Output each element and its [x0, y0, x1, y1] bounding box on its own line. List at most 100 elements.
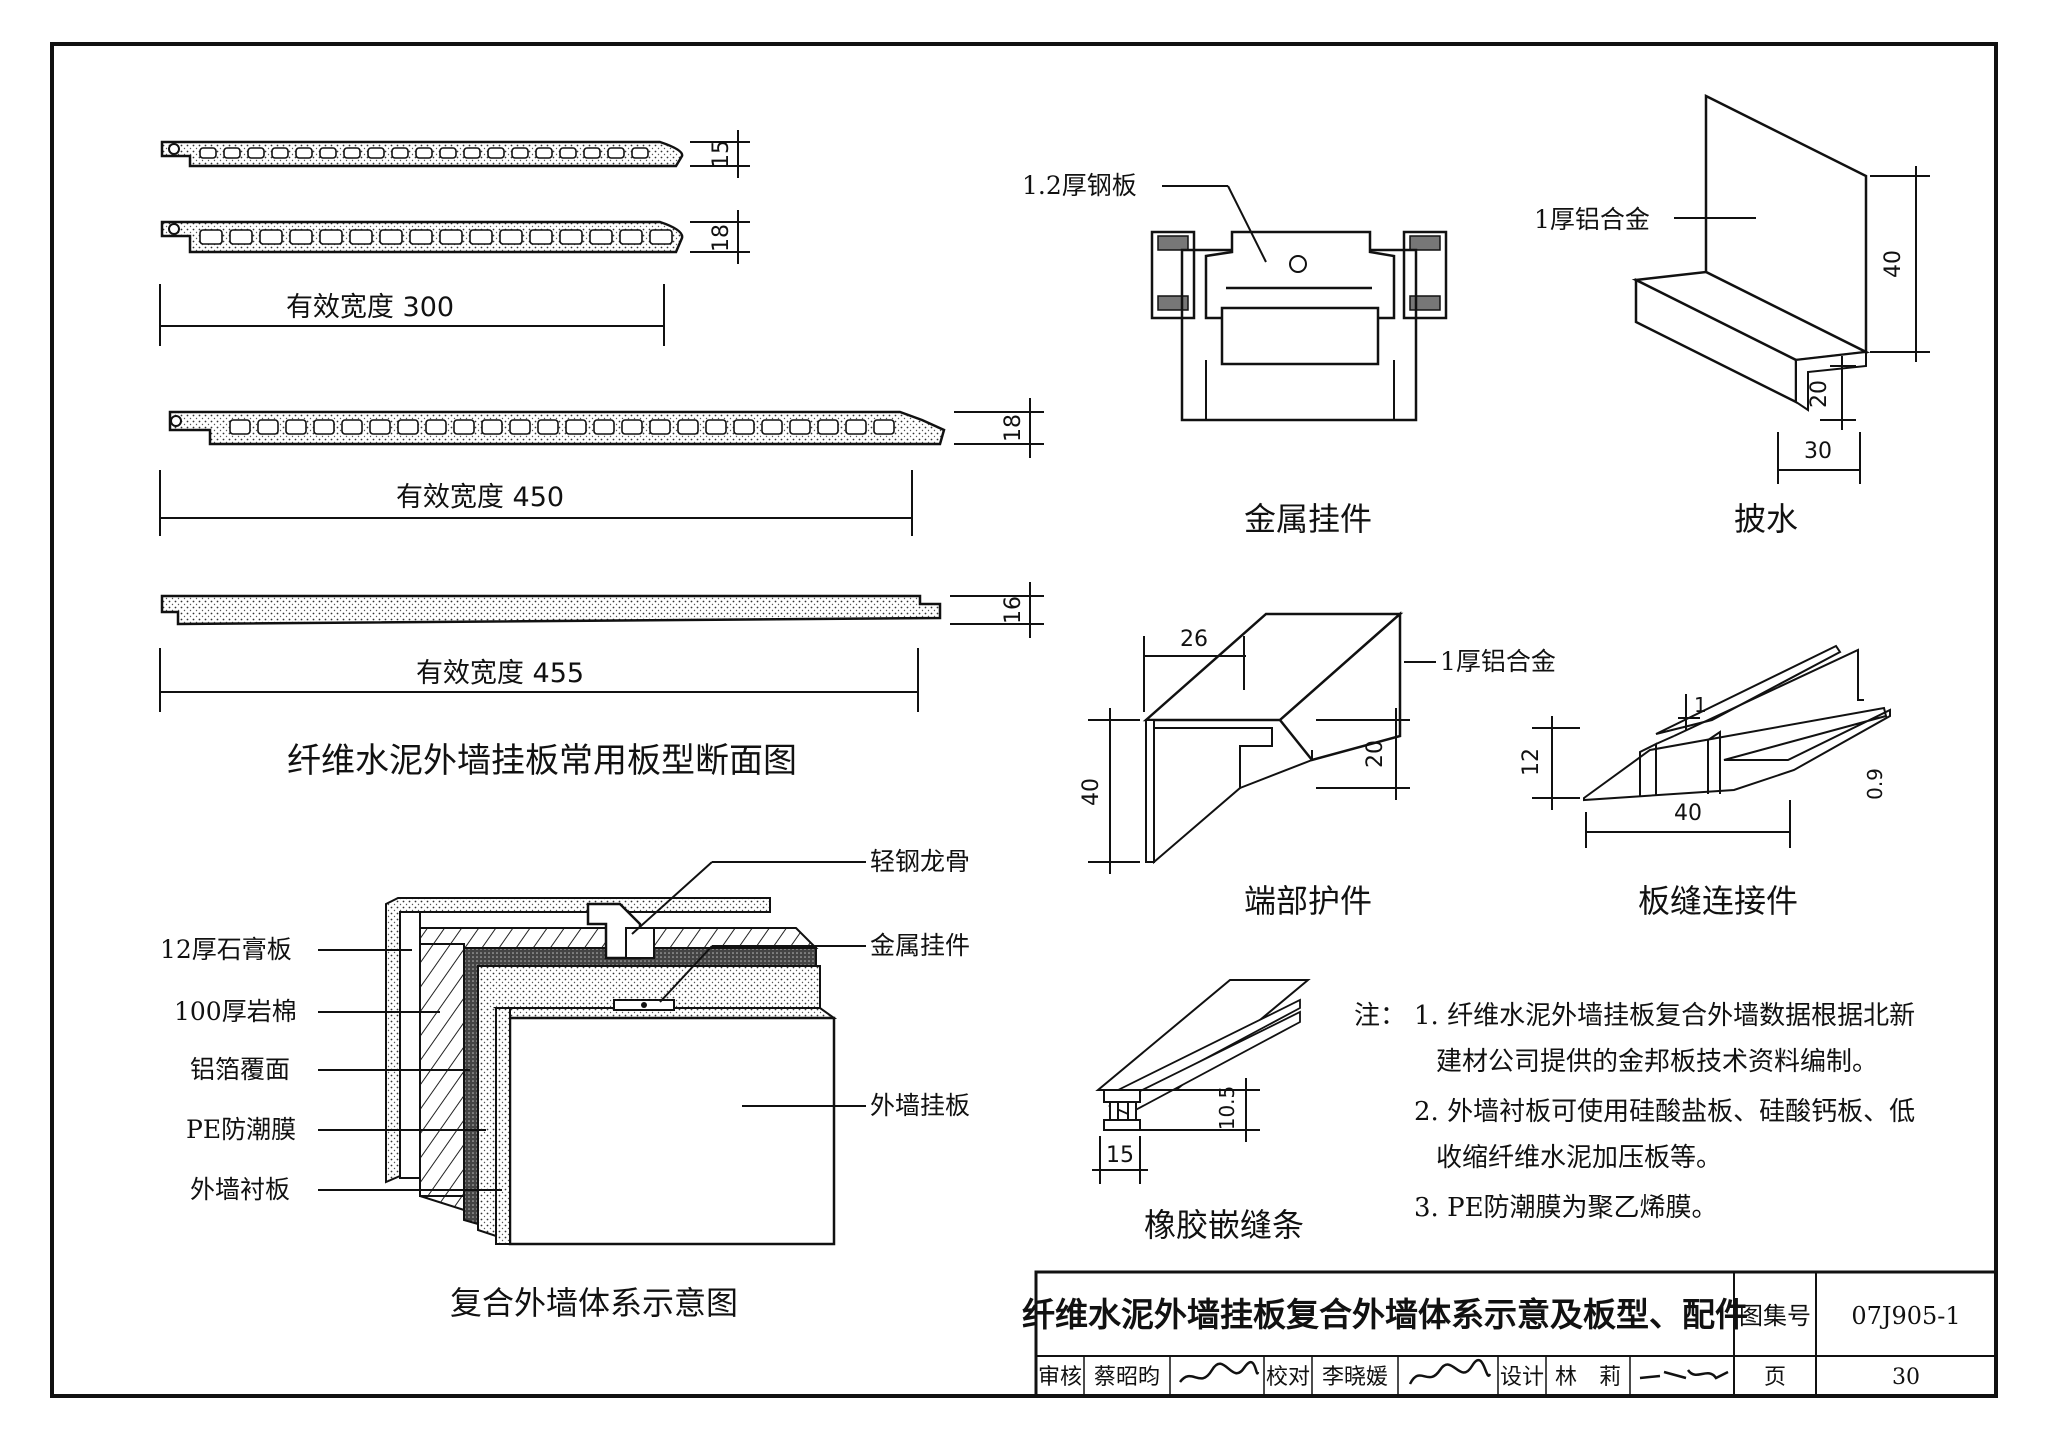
core-slot — [733, 419, 755, 435]
core-slot — [511, 147, 529, 159]
label-rockwool: 100厚岩棉 — [174, 997, 297, 1026]
core-slot — [379, 229, 403, 245]
checker-signature — [1408, 1358, 1492, 1385]
core-slot — [439, 147, 457, 159]
end-guard-dim-20: 20 — [1363, 740, 1388, 768]
core-slot — [199, 229, 223, 245]
drawing-frame — [50, 42, 1998, 1398]
atlas-number: 07J905-1 — [1851, 1302, 1960, 1330]
joint-dim-09: 0.9 — [1863, 768, 1887, 800]
flashing-detail: 1厚铝合金 40 20 30 披水 — [1534, 93, 1930, 538]
rubber-strip-caption: 橡胶嵌缝条 — [1144, 1206, 1304, 1244]
profile-cores — [199, 229, 673, 245]
end-guard-dim-40: 40 — [1079, 778, 1104, 806]
label-foil: 铝箔覆面 — [190, 1055, 290, 1084]
core-slot — [509, 419, 531, 435]
core-slot — [619, 229, 643, 245]
flashing-dim-20: 20 — [1807, 380, 1832, 408]
flashing-dim-30: 30 — [1804, 439, 1832, 464]
core-slot — [469, 229, 493, 245]
width-300-label: 有效宽度 300 — [286, 292, 454, 323]
core-slot — [631, 147, 649, 159]
core-slot — [607, 147, 625, 159]
end-guard-label-alloy: 1厚铝合金 — [1440, 647, 1556, 676]
notes-head: 注： — [1354, 1001, 1406, 1031]
rubber-strip-detail: 10.5 15 橡胶嵌缝条 — [1092, 979, 1311, 1244]
core-slot — [761, 419, 783, 435]
core-slot — [199, 147, 217, 159]
core-slot — [481, 419, 503, 435]
flashing-label-alloy: 1厚铝合金 — [1534, 205, 1650, 234]
width-450-label: 有效宽度 450 — [396, 482, 564, 513]
wall-system-detail: 12厚石膏板 100厚岩棉 铝箔覆面 PE防潮膜 外墙衬板 轻钢龙骨 金属挂件 … — [160, 847, 970, 1322]
checker-name: 李晓媛 — [1322, 1365, 1388, 1390]
page-number: 30 — [1892, 1365, 1920, 1390]
label-keel: 轻钢龙骨 — [870, 847, 970, 876]
core-slot — [285, 419, 307, 435]
note-line-4: 收缩纤维水泥加压板等。 — [1436, 1143, 1722, 1173]
core-slot — [649, 419, 671, 435]
label-hanger: 金属挂件 — [870, 931, 970, 960]
profiles-caption: 纤维水泥外墙挂板常用板型断面图 — [287, 741, 797, 781]
core-slot — [223, 147, 241, 159]
core-slot — [845, 419, 867, 435]
core-slot — [391, 147, 409, 159]
end-guard-detail: 1厚铝合金 26 40 20 端部护件 — [1079, 611, 1556, 920]
atlas-label: 图集号 — [1739, 1302, 1811, 1330]
title-text: 纤维水泥外墙挂板复合外墙体系示意及板型、配件 — [1022, 1295, 1748, 1334]
core-slot — [873, 419, 895, 435]
core-slot — [369, 419, 391, 435]
title-block: 纤维水泥外墙挂板复合外墙体系示意及板型、配件 图集号 07J905-1 审核 蔡… — [1022, 1270, 1998, 1398]
core-slot — [537, 419, 559, 435]
core-slot — [649, 229, 673, 245]
profile-450-18: 18 有效宽度 450 — [159, 398, 1044, 536]
core-slot — [313, 419, 335, 435]
label-lining: 外墙衬板 — [190, 1175, 290, 1204]
joint-dim-12: 12 — [1519, 748, 1544, 776]
core-slot — [677, 419, 699, 435]
core-slot — [271, 147, 289, 159]
core-slot — [529, 229, 553, 245]
joint-dim-40: 40 — [1674, 801, 1702, 826]
note-line-2: 建材公司提供的金邦板技术资料编制。 — [1436, 1047, 1878, 1077]
core-slot — [589, 229, 613, 245]
core-slot — [439, 229, 463, 245]
core-slot — [463, 147, 481, 159]
label-steel-plate: 1.2厚钢板 — [1022, 171, 1137, 200]
core-slot — [367, 147, 385, 159]
dim-15-label: 15 — [709, 140, 734, 168]
flashing-caption: 披水 — [1734, 500, 1798, 538]
label-pe: PE防潮膜 — [186, 1115, 296, 1144]
core-slot — [559, 147, 577, 159]
core-slot — [583, 147, 601, 159]
joint-dim-1: 1 — [1694, 693, 1707, 717]
core-slot — [593, 419, 615, 435]
core-slot — [341, 419, 363, 435]
core-slot — [349, 229, 373, 245]
design-label: 设计 — [1500, 1365, 1544, 1390]
core-slot — [343, 147, 361, 159]
panel-profiles: 15 18 有效宽度 300 18 有效宽度 450 — [159, 130, 1044, 781]
wall-system-caption: 复合外墙体系示意图 — [450, 1284, 738, 1322]
dim-18a-label: 18 — [709, 224, 734, 252]
rubber-dim-15: 15 — [1106, 1143, 1134, 1168]
core-slot — [319, 147, 337, 159]
dim-18b-label: 18 — [1001, 414, 1026, 442]
profile-cores — [199, 147, 649, 159]
designer-signature — [1639, 1369, 1729, 1380]
metal-hanger-caption: 金属挂件 — [1244, 500, 1372, 538]
core-slot — [425, 419, 447, 435]
review-label: 审核 — [1038, 1365, 1082, 1390]
reviewer-name: 蔡昭昀 — [1094, 1365, 1160, 1390]
core-slot — [789, 419, 811, 435]
metal-hanger-detail: 1.2厚钢板 金属挂件 — [1022, 171, 1448, 538]
core-slot — [817, 419, 839, 435]
core-slot — [409, 229, 433, 245]
profile-cores — [229, 419, 895, 435]
core-slot — [621, 419, 643, 435]
joint-connector-detail: 1 12 0.9 40 板缝连接件 — [1519, 644, 1891, 920]
core-slot — [559, 229, 583, 245]
dim-16-label: 16 — [1001, 596, 1026, 624]
core-slot — [487, 147, 505, 159]
